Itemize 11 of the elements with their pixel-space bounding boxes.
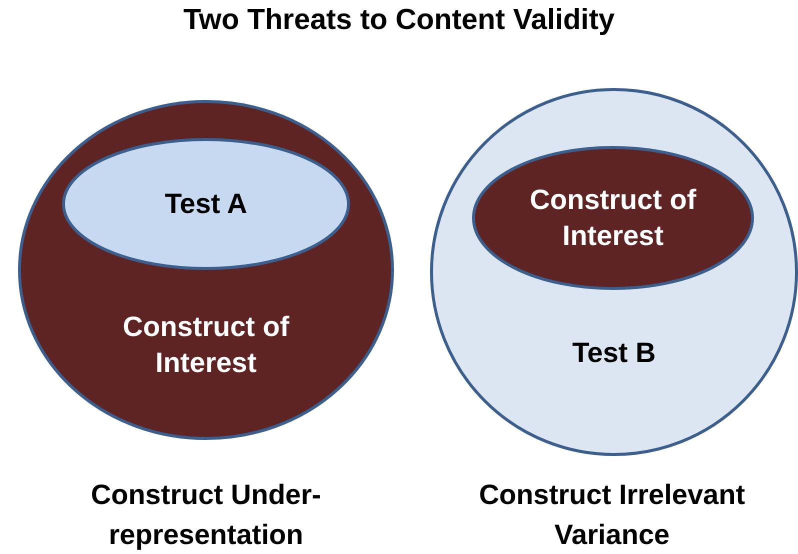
ellipse-label: Test A — [164, 187, 248, 221]
ellipse-label: Construct of Interest — [122, 310, 290, 380]
ellipse-label: Construct of Interest — [528, 183, 698, 253]
diagram-title: Two Threats to Content Validity — [182, 4, 616, 37]
caption-text: Construct Irrelevant Variance — [478, 478, 746, 552]
ellipse-shape — [62, 138, 350, 270]
ellipse-shape — [472, 146, 754, 290]
ellipse-shape — [430, 88, 798, 456]
ellipse-label: Test B — [571, 336, 657, 370]
ellipse-shape — [18, 100, 394, 440]
caption-text: Construct Under-representation — [90, 478, 322, 552]
